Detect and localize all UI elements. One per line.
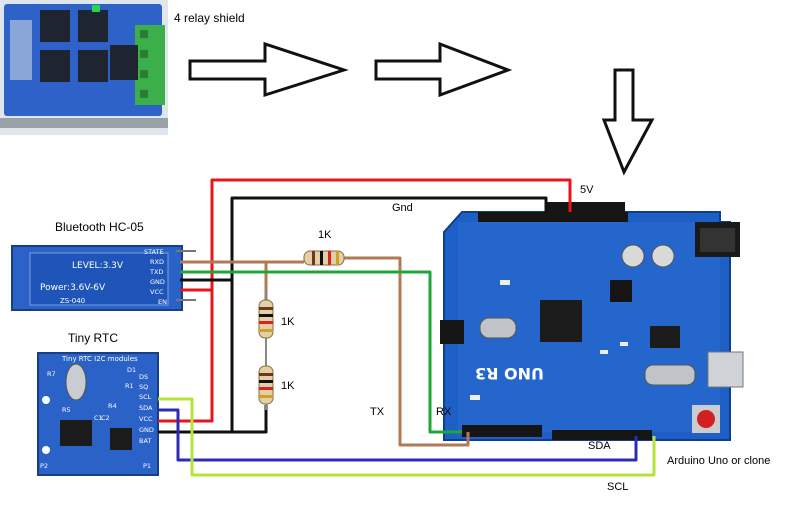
label-resistor-low: 1K [281, 380, 295, 392]
resistor-top [303, 250, 345, 266]
rtc-pin-ds: DS [139, 373, 148, 381]
bluetooth-label: Bluetooth HC-05 [55, 220, 144, 234]
rtc-part-r4: R4 [108, 402, 117, 410]
label-tx: TX [370, 406, 385, 418]
wires [158, 178, 656, 477]
tiny-rtc-label: Tiny RTC [68, 331, 118, 345]
bt-level-text: LEVEL:3.3V [72, 261, 124, 271]
rtc-pin-scl: SCL [139, 393, 152, 401]
wire-rx [180, 270, 462, 434]
bt-pin-gnd: GND [150, 278, 165, 286]
resistor-low [258, 345, 274, 410]
rtc-part-r1: R1 [125, 382, 134, 390]
bt-pin-vcc: VCC [150, 288, 164, 296]
label-gnd: Gnd [392, 202, 413, 214]
wire-gnd-bluetooth [180, 196, 548, 282]
label-5v: 5V [580, 184, 594, 196]
resistor-mid [258, 290, 274, 345]
arduino-label: Arduino Uno or clone [667, 455, 770, 467]
wire-tx [180, 256, 470, 447]
bt-pin-en: EN [158, 298, 167, 306]
rtc-pin-gnd: GND [139, 426, 154, 434]
rtc-part-p1: P1 [143, 462, 151, 470]
bt-pin-txd: TXD [149, 268, 163, 276]
rtc-part-d1: D1 [127, 366, 136, 374]
bt-pin-state: STATE [144, 248, 164, 256]
rtc-pin-sda: SDA [139, 404, 153, 412]
rtc-pin-sq: SQ [139, 383, 148, 391]
label-resistor-mid: 1K [281, 316, 295, 328]
wire-5v-bluetooth [180, 178, 572, 292]
bluetooth-module: LEVEL:3.3V Power:3.6V-6V ZS-040 STATE RX… [11, 245, 196, 311]
rtc-part-r7: R7 [47, 370, 56, 378]
label-scl: SCL [607, 481, 628, 493]
wire-gnd-rtc [158, 405, 268, 434]
label-resistor-top: 1K [318, 229, 332, 241]
bt-power-text: Power:3.6V-6V [40, 283, 106, 293]
rtc-module: Tiny RTC I2C modules R7 D1 R4 R5 R1 C1 C… [37, 352, 159, 476]
arrow-right-1 [188, 41, 349, 98]
rtc-part-p2: P2 [40, 462, 48, 470]
relay-shield-photo [0, 0, 168, 135]
arrow-down [601, 68, 655, 176]
bt-model-text: ZS-040 [60, 297, 85, 305]
rtc-part-c1: C1 [94, 414, 103, 422]
arduino-board-name: UNO R3 [475, 364, 544, 383]
rtc-pin-vcc: VCC [139, 415, 153, 423]
label-sda: SDA [588, 440, 611, 452]
arrow-right-2 [374, 41, 513, 98]
rtc-title-text: Tiny RTC I2C modules [61, 355, 138, 363]
wire-5v-rtc [158, 290, 214, 423]
wire-sda [158, 408, 638, 462]
bt-pin-rxd: RXD [150, 258, 164, 266]
rtc-pin-bat: BAT [139, 437, 151, 445]
rtc-part-c2: C2 [101, 414, 110, 422]
arduino-board: UNO R3 [440, 202, 744, 441]
rtc-part-r5: R5 [62, 406, 71, 414]
relay-shield-label: 4 relay shield [174, 11, 245, 25]
wire-scl [158, 397, 656, 477]
label-rx: RX [436, 406, 452, 418]
